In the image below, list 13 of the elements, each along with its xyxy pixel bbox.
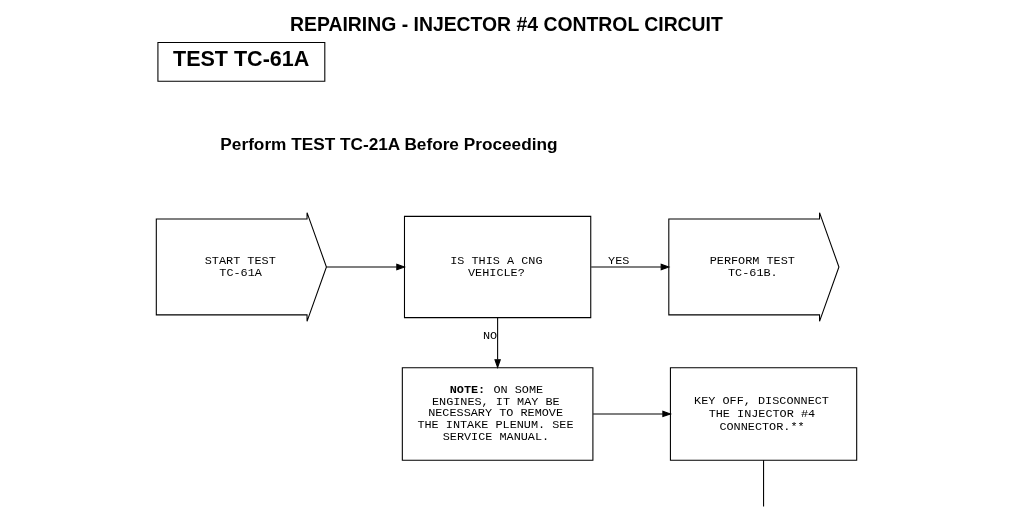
diagram-title: REPAIRING - INJECTOR #4 CONTROL CIRCUIT [290, 13, 723, 36]
arrow [494, 317, 502, 369]
edge-label: NO [482, 329, 498, 344]
connector [763, 459, 765, 508]
node-box: KEY OFF, DISCONNECT THE INJECTOR #4 CONNECTOR.** [669, 367, 858, 461]
label: Perform TEST TC-21A Before Proceeding [220, 133, 558, 154]
arrow [590, 263, 671, 271]
node-box: TEST TC-61A [157, 41, 326, 82]
arrow [325, 263, 406, 271]
node-box: NOTE: ON SOME ENGINES, IT MAY BE NECESSARY TO REMOVE THE INTAKE PLENUM. SEE SERVICE MANUAL. [401, 367, 594, 461]
edge-label: YES [608, 253, 630, 268]
arrow [592, 410, 673, 418]
node-box: IS THIS A CNG VEHICLE? [403, 215, 592, 319]
